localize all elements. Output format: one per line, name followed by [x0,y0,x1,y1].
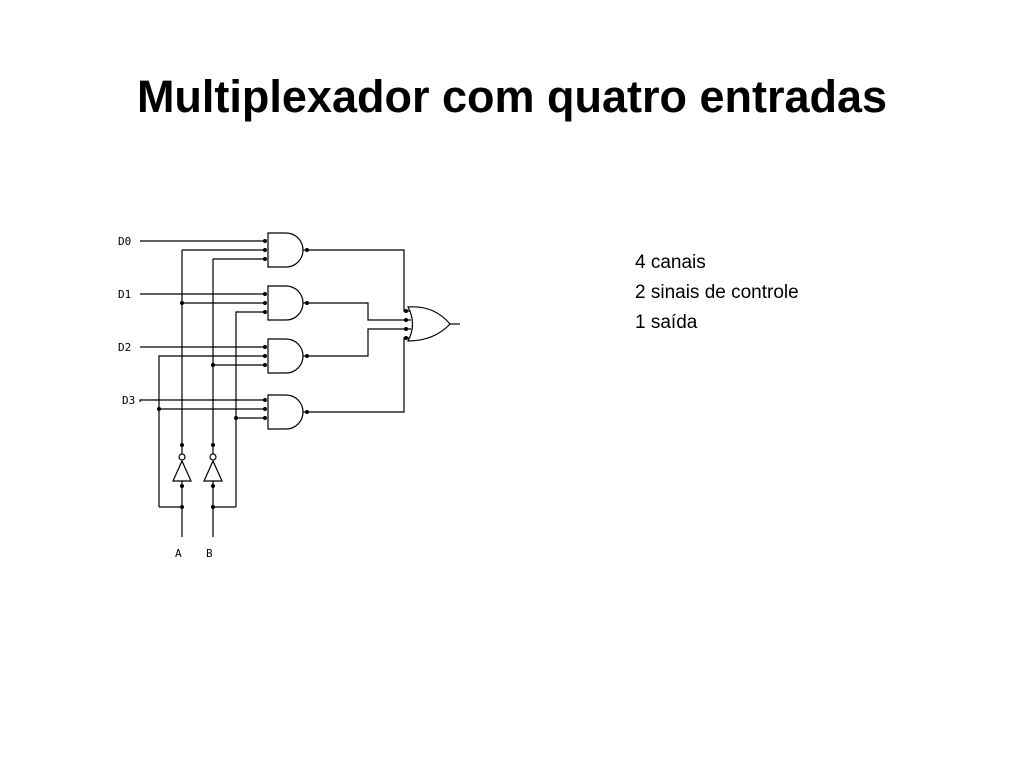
and-gate-1 [267,232,304,268]
wire-and3-out [303,328,411,357]
input-label-d1: D1 [118,288,131,301]
wire-a-input [159,480,183,537]
not-gate-b [203,459,223,482]
wire-b-input [212,480,236,537]
not-gate-a-bubble [178,453,186,461]
note-output: 1 saída [635,312,698,333]
notes-list: 4 canais 2 sinais de controle 1 saída [635,248,799,338]
note-channels: 4 canais [635,252,706,273]
slide-title: Multiplexador com quatro entradas [136,71,888,122]
control-label-a: A [175,547,182,560]
or-gate [407,306,451,342]
and-gate-2 [267,285,304,321]
and-gate-4 [267,394,304,430]
wire-d3 [139,399,265,402]
and-gate-3 [267,338,304,374]
wire-and2-out [303,302,411,321]
wire-a-bus [158,355,265,507]
input-label-d3: D3 [122,394,135,407]
input-label-d2: D2 [118,341,131,354]
junction-dots [157,239,408,509]
control-label-b: B [206,547,213,560]
not-gate-a [172,459,192,482]
wire-b-bus [235,311,265,507]
not-gate-b-bubble [209,453,217,461]
input-label-d0: D0 [118,235,131,248]
wire-and1-out [303,249,411,312]
wire-and4-out [303,337,411,413]
note-control-signals: 2 sinais de controle [635,282,799,303]
